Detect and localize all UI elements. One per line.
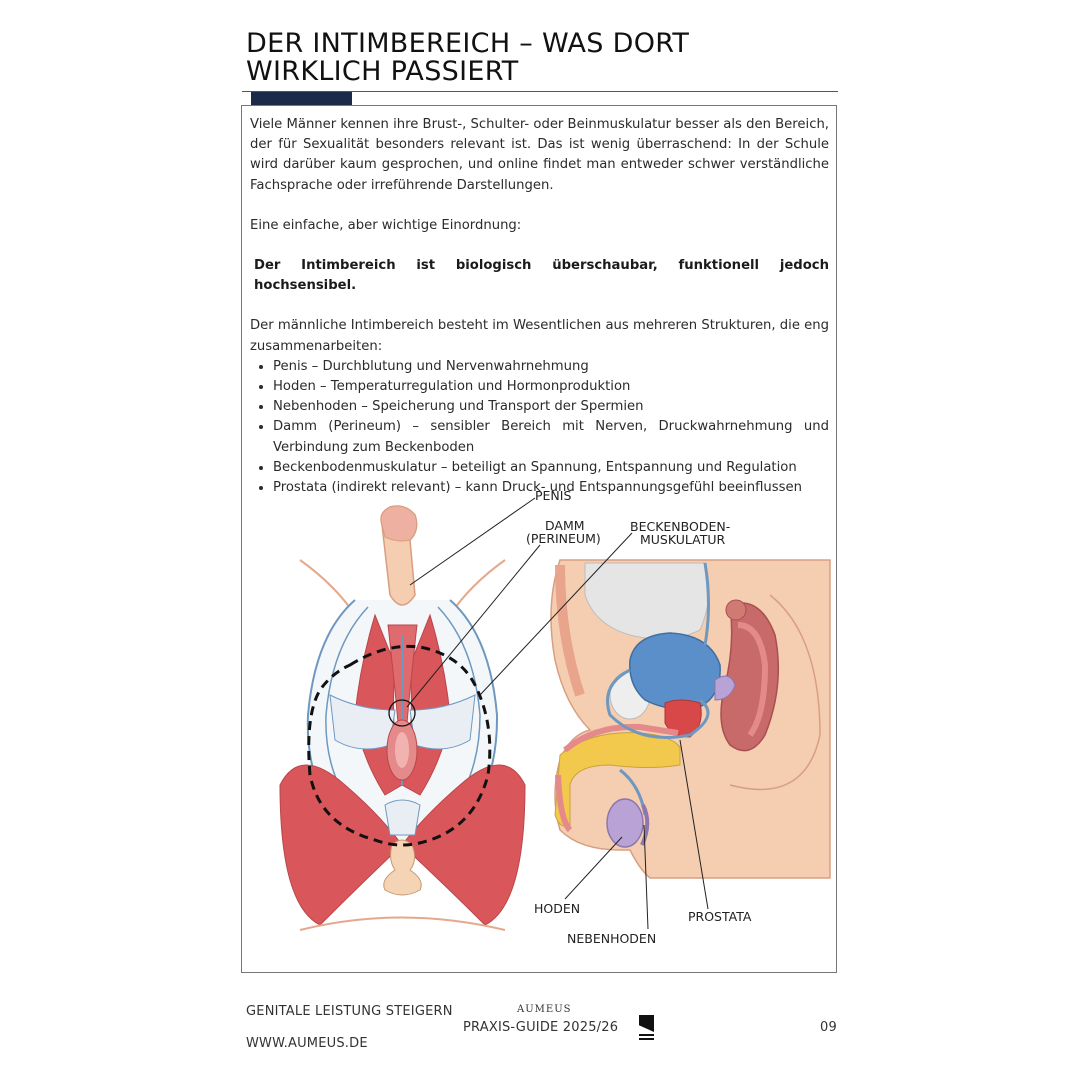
structures-intro: Der männliche Intimbereich besteht im We… (250, 318, 829, 354)
list-item: Penis – Durchblutung und Nervenwahrnehmu… (273, 357, 829, 377)
leader-lines (406, 497, 709, 930)
label-hoden: HODEN (534, 901, 580, 916)
lead-paragraph: Eine einfache, aber wichtige Einordnung: (250, 217, 522, 233)
list-item: Prostata (indirekt relevant) – kann Druc… (273, 478, 829, 498)
label-muskulatur: MUSKULATUR (640, 532, 725, 547)
body-text: Viele Männer kennen ihre Brust-, Schulte… (250, 115, 829, 498)
key-statement: Der Intimbereich ist biologisch überscha… (254, 258, 829, 294)
footer-left-title: GENITALE LEISTUNG STEIGERN (246, 1004, 453, 1019)
label-prostata: PROSTATA (688, 909, 752, 924)
structures-list: Penis – Durchblutung und Nervenwahrnehmu… (250, 357, 829, 498)
anatomy-illustration: PENIS DAMM (PERINEUM) BECKENBODEN- MUSKU… (279, 488, 831, 946)
list-item: Damm (Perineum) – sensibler Bereich mit … (273, 417, 829, 457)
pelvic-floor-diagram (279, 505, 526, 931)
title-accent-bar (251, 92, 352, 105)
list-item: Nebenhoden – Speicherung und Transport d… (273, 397, 829, 417)
page-title: DER INTIMBEREICH – WAS DORT WIRKLICH PAS… (246, 30, 846, 86)
list-item: Beckenbodenmuskulatur – beteiligt an Spa… (273, 458, 829, 478)
sagittal-diagram (550, 559, 831, 880)
page-number: 09 (820, 1020, 837, 1035)
label-beckenboden: BECKENBODEN- (630, 519, 730, 534)
list-item: Hoden – Temperaturregulation und Hormonp… (273, 377, 829, 397)
title-line-2: WIRKLICH PASSIERT (246, 56, 519, 87)
label-penis: PENIS (535, 488, 571, 503)
title-line-1: DER INTIMBEREICH – WAS DORT (246, 28, 690, 59)
intro-paragraph: Viele Männer kennen ihre Brust-, Schulte… (250, 117, 829, 193)
content-frame (241, 105, 837, 973)
title-divider (242, 91, 838, 92)
footer-brand: AUMEUS (517, 1004, 572, 1015)
label-nebenhoden: NEBENHODEN (567, 931, 656, 946)
footer-website[interactable]: WWW.AUMEUS.DE (246, 1036, 368, 1051)
label-perineum: (PERINEUM) (526, 531, 601, 546)
brand-logo-icon (639, 1015, 654, 1041)
label-damm: DAMM (545, 518, 585, 533)
footer-guide: PRAXIS-GUIDE 2025/26 (463, 1020, 619, 1035)
